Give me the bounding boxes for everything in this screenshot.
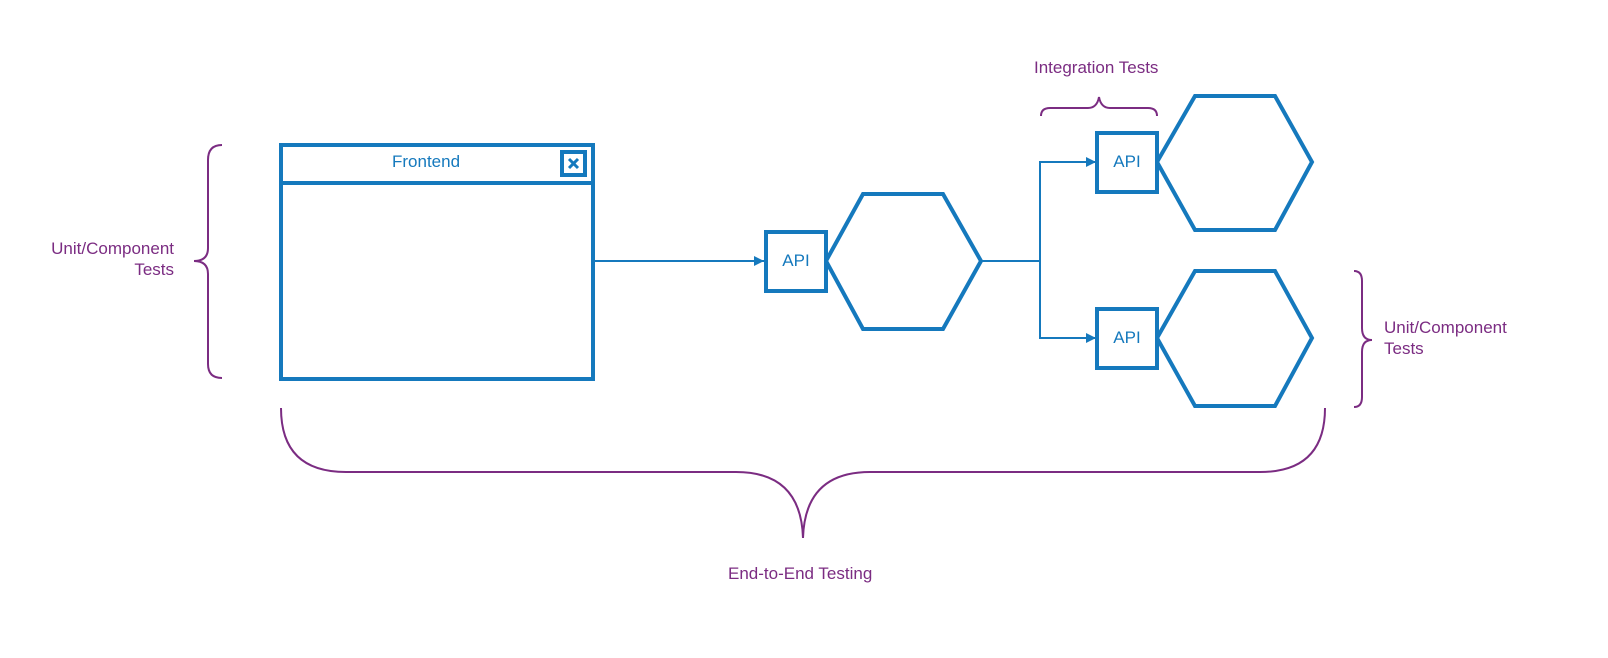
api-box-center <box>764 230 828 293</box>
unit-tests-right-label: Unit/Component Tests <box>1384 317 1507 359</box>
frontend-window-frame <box>279 143 595 381</box>
frontend-title: Frontend <box>392 152 461 171</box>
close-icon[interactable] <box>560 150 587 177</box>
unit-tests-right-line1: Unit/Component <box>1384 318 1507 337</box>
api-label-top: API <box>1113 152 1141 171</box>
end-to-end-brace <box>280 407 1326 539</box>
service-hexagon-center <box>823 192 984 331</box>
frontend-window <box>279 143 595 381</box>
unit-tests-right-brace <box>1353 270 1373 408</box>
unit-tests-right-line2: Tests <box>1384 339 1424 358</box>
unit-tests-left-line1: Unit/Component <box>51 239 174 258</box>
service-hexagon-top <box>1154 94 1315 232</box>
branch-to-top-api-arrow <box>1039 157 1096 261</box>
branch-to-bottom-api-arrow <box>1039 261 1096 343</box>
service-hexagon-bottom <box>1154 269 1315 408</box>
integration-tests-brace <box>1040 96 1158 117</box>
integration-tests-label: Integration Tests <box>1034 58 1159 77</box>
unit-tests-left-brace <box>193 144 223 379</box>
api-label-center: API <box>782 251 810 270</box>
api-box-top <box>1095 131 1159 194</box>
api-box-bottom <box>1095 307 1159 370</box>
end-to-end-label: End-to-End Testing <box>728 564 873 583</box>
unit-tests-left-line2: Tests <box>134 260 174 279</box>
unit-tests-left-label: Unit/Component Tests <box>51 238 174 280</box>
api-label-bottom: API <box>1113 328 1141 347</box>
